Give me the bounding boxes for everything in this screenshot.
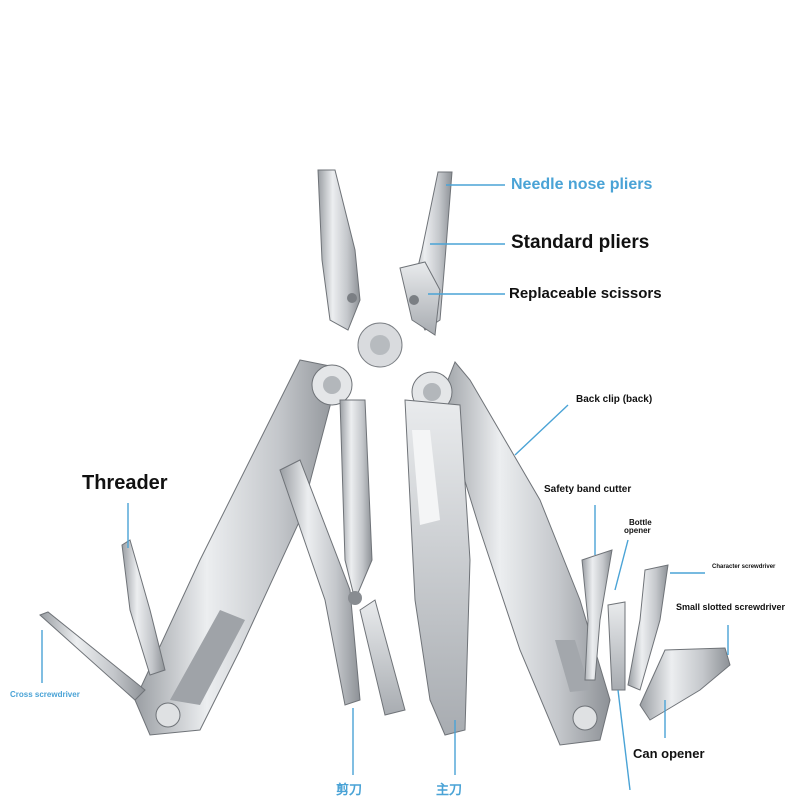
label-bottle-opener-line1: Bottle	[629, 518, 652, 527]
label-standard-pliers: Standard pliers	[511, 232, 650, 253]
leader-lines	[41, 184, 729, 790]
right-handle	[411, 361, 611, 746]
left-small-tools	[39, 539, 166, 701]
label-needle-nose-pliers: Needle nose pliers	[511, 176, 653, 193]
label-threader: Threader	[82, 472, 168, 494]
main-knife-blade	[404, 399, 471, 736]
right-small-tools	[581, 549, 731, 721]
label-safety-band-cutter: Safety band cutter	[544, 484, 632, 495]
label-small-slotted-screwdriver: Small slotted screwdriver	[676, 602, 786, 612]
plier-jaws	[317, 169, 453, 368]
label-main-knife-cn: 主刀	[436, 782, 463, 797]
label-replaceable-scissors: Replaceable scissors	[509, 285, 662, 302]
label-character-screwdriver: Character screwdriver	[712, 564, 776, 570]
left-handle	[134, 359, 353, 736]
label-back-clip: Back clip (back)	[576, 394, 653, 405]
label-bottle-opener-line2: opener	[624, 526, 651, 535]
label-can-opener: Can opener	[633, 746, 705, 761]
label-scissors-cn: 剪刀	[336, 782, 363, 797]
scissors-tool	[279, 399, 406, 716]
label-cross-screwdriver: Cross screwdriver	[10, 690, 80, 699]
